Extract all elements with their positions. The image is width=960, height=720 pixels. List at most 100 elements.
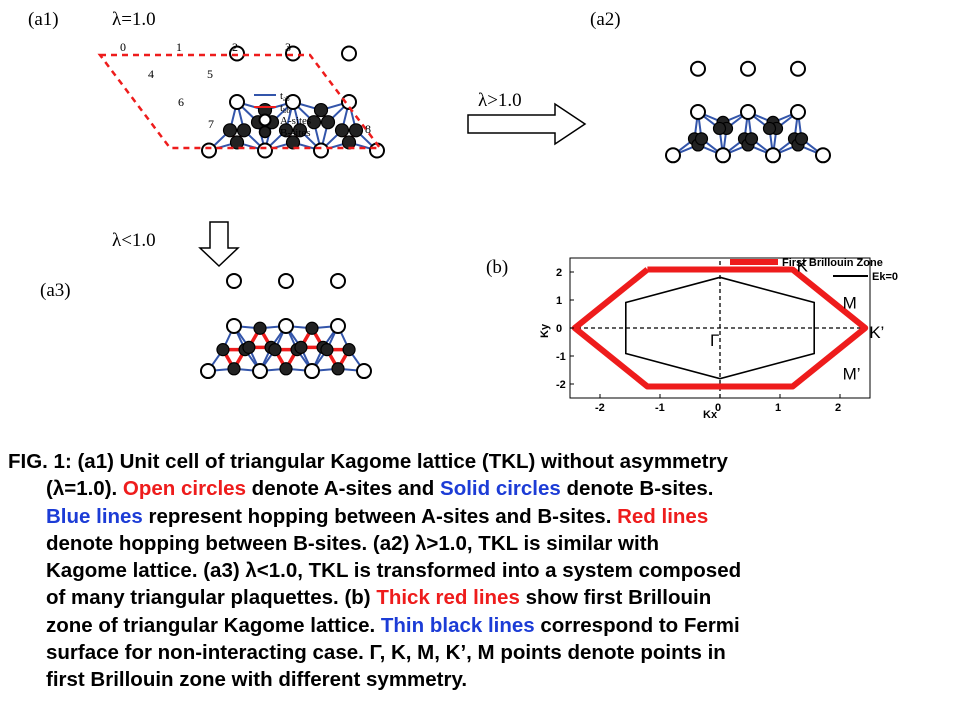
caption-thin-black-lines: Thin black lines <box>380 613 535 637</box>
unit-cell-outline <box>97 53 383 150</box>
a-site <box>790 104 806 120</box>
caption-line: of many triangular plaquettes. (b) Thick… <box>8 584 953 611</box>
x-axis-label: Kx <box>703 409 718 421</box>
legend-a-sites: A-sites <box>280 115 311 127</box>
caption-line: zone of triangular Kagome lattice. Thin … <box>8 612 953 639</box>
x-tick-label: 1 <box>775 402 781 414</box>
a-site <box>341 94 357 110</box>
a-site <box>690 104 706 120</box>
legend-b: First Brillouin Zone Ek=0 <box>730 257 898 283</box>
b-site <box>313 102 329 118</box>
b-site <box>712 121 727 136</box>
site-number: 2 <box>232 40 238 54</box>
caption-line: denote hopping between B-sites. (a2) λ>1… <box>8 530 953 557</box>
b-site <box>285 135 301 150</box>
figure-panels: (a1) λ=1.0 0 1 2 3 4 5 6 7 8 tab tbb A-s… <box>28 9 898 421</box>
a-site <box>278 272 294 289</box>
a-site <box>285 45 301 62</box>
a-site <box>226 318 242 334</box>
a-site <box>330 318 346 334</box>
b-site <box>744 132 759 146</box>
a-site <box>278 318 294 334</box>
caption-line: (λ=1.0). Open circles denote A-sites and… <box>8 475 953 502</box>
caption-line: surface for non-interacting case. Γ, K, … <box>8 639 953 666</box>
site-number: 5 <box>207 67 213 81</box>
b-site <box>216 343 230 357</box>
panel-a3: (a3) <box>40 272 372 380</box>
y-tick-label: 0 <box>556 323 562 335</box>
site-number: 1 <box>176 40 182 54</box>
site-number: 7 <box>208 117 214 131</box>
a-site <box>690 60 706 77</box>
symmetry-point-label: M <box>843 294 857 313</box>
y-tick-label: 1 <box>556 295 562 307</box>
caption-blue-lines: Blue lines <box>46 504 143 528</box>
arrow-right: λ>1.0 <box>467 90 587 146</box>
y-axis-label: Ky <box>539 323 551 338</box>
x-tick-label: 0 <box>715 402 721 414</box>
site-number: 8 <box>365 122 371 136</box>
b-site <box>306 115 322 130</box>
a-site <box>285 94 301 110</box>
panel-a1: (a1) λ=1.0 0 1 2 3 4 5 6 7 8 tab tbb A-s… <box>28 9 385 159</box>
b-site <box>762 121 777 136</box>
caption-text: show first Brillouin <box>519 586 712 610</box>
site-number: 0 <box>120 40 126 54</box>
caption-text: FIG. 1: (a1) Unit cell of triangular Kag… <box>8 450 728 473</box>
lattice-a3 <box>200 272 372 380</box>
panel-a2-label: (a2) <box>590 9 621 30</box>
a-site <box>304 363 320 380</box>
caption-text: surface for non-interacting case. Γ, K, … <box>46 641 726 665</box>
caption-red-lines: Red lines <box>617 504 709 528</box>
site-number: 6 <box>178 95 184 109</box>
b-site <box>294 340 308 354</box>
b-site <box>334 123 350 138</box>
y-tick-label: -1 <box>556 351 566 363</box>
a-site <box>356 363 372 380</box>
a-site <box>200 363 216 380</box>
b-site <box>268 343 282 357</box>
caption-text: (λ=1.0). <box>46 477 123 501</box>
a-site <box>341 45 357 62</box>
a-site <box>229 94 245 110</box>
legend-label: Ek=0 <box>872 271 898 283</box>
legend-solid-circle <box>258 125 272 139</box>
a-site <box>715 147 731 164</box>
caption-solid-circles: Solid circles <box>440 477 561 501</box>
brillouin-zone-line <box>571 266 869 390</box>
lattice-a2 <box>665 60 831 164</box>
panel-a1-label: (a1) <box>28 9 59 30</box>
caption-text: first Brillouin zone with different symm… <box>46 668 468 692</box>
legend-open-circle <box>258 113 272 127</box>
lattice-a1 <box>201 45 385 159</box>
b-site <box>236 123 252 138</box>
b-site <box>278 123 294 138</box>
a-site <box>790 60 806 77</box>
y-tick-label: 2 <box>556 267 562 279</box>
caption-line: first Brillouin zone with different symm… <box>8 666 953 693</box>
arrow-down-icon <box>198 221 240 268</box>
legend-label: First Brillouin Zone <box>782 257 883 269</box>
caption-text: denote A-sites and <box>245 477 441 501</box>
arrow-right-icon <box>467 102 587 146</box>
symmetry-point-label: Γ <box>710 331 719 350</box>
panel-a1-lambda: λ=1.0 <box>112 9 156 30</box>
panel-a2-lambda: λ>1.0 <box>478 90 522 111</box>
b-site <box>279 362 293 376</box>
legend-a1: tab tbb A-sites B-sites <box>254 90 311 139</box>
b-site <box>229 135 245 150</box>
x-tick-label: 2 <box>835 402 841 414</box>
a-site <box>740 60 756 77</box>
b-site <box>348 123 364 138</box>
site-number: 3 <box>285 40 291 54</box>
figure-caption: FIG. 1: (a1) Unit cell of triangular Kag… <box>8 448 953 694</box>
arrow-down: λ<1.0 <box>112 221 240 268</box>
a-site <box>740 104 756 120</box>
caption-text: represent hopping between A-sites and B-… <box>142 504 618 528</box>
caption-text: denote B-sites. <box>560 477 714 501</box>
a-site <box>229 45 245 62</box>
legend-b-sites: B-sites <box>280 127 311 139</box>
